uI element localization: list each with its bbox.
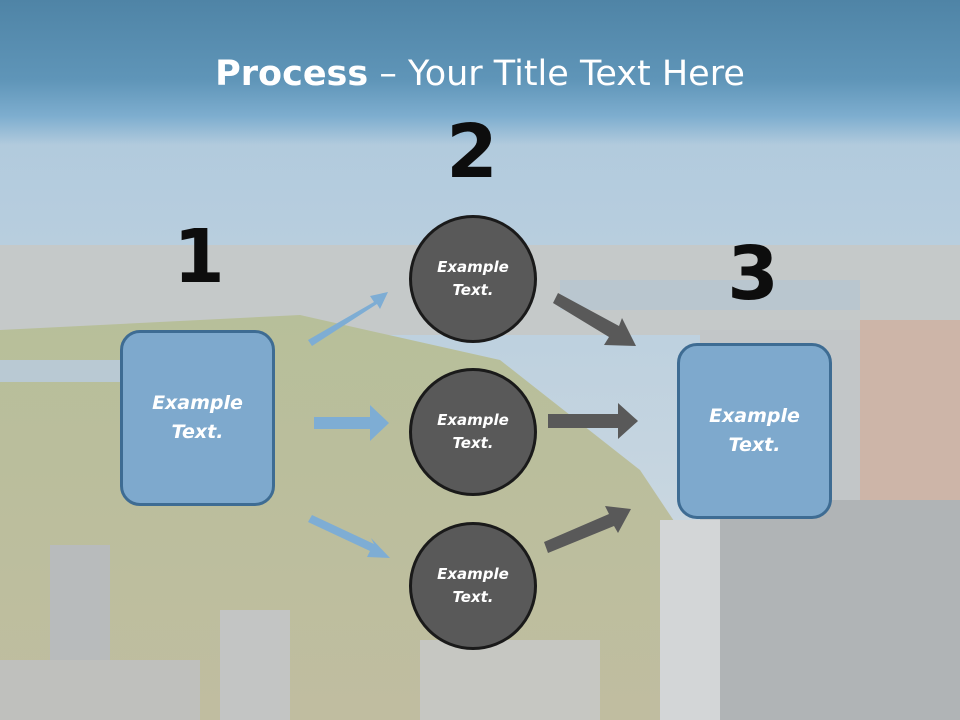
right-box: Example Text. [677, 343, 832, 519]
step-number-3: 3 [727, 231, 779, 317]
left-box-text: Example Text. [152, 389, 243, 447]
right-box-line2: Text. [728, 434, 781, 456]
slide-title: Process – Your Title Text Here [0, 52, 960, 96]
circle-middle-line2: Text. [452, 434, 494, 452]
circle-bottom: Example Text. [409, 522, 537, 650]
right-box-text: Example Text. [709, 402, 800, 460]
step-number-2: 2 [446, 109, 498, 195]
arrow-left-to-top [308, 292, 388, 346]
circle-bottom-line1: Example [437, 565, 509, 583]
step-number-1: 1 [173, 214, 225, 300]
circle-middle-line1: Example [437, 411, 509, 429]
left-box-line2: Text. [171, 421, 224, 443]
circle-bottom-line2: Text. [452, 588, 494, 606]
circle-middle: Example Text. [409, 368, 537, 496]
arrow-left-to-middle [314, 405, 389, 441]
title-band [0, 0, 960, 145]
left-box-line1: Example [152, 392, 243, 414]
title-bold-word: Process [215, 54, 369, 94]
right-box-line1: Example [709, 405, 800, 427]
arrow-left-to-bottom [308, 515, 390, 558]
circle-top: Example Text. [409, 215, 537, 343]
arrow-middle-to-right [548, 403, 638, 439]
circle-top-line1: Example [437, 258, 509, 276]
title-rest: – Your Title Text Here [368, 54, 745, 94]
circle-top-line2: Text. [452, 281, 494, 299]
left-box: Example Text. [120, 330, 275, 506]
arrow-top-to-right [553, 293, 636, 346]
arrow-bottom-to-right [544, 506, 631, 553]
